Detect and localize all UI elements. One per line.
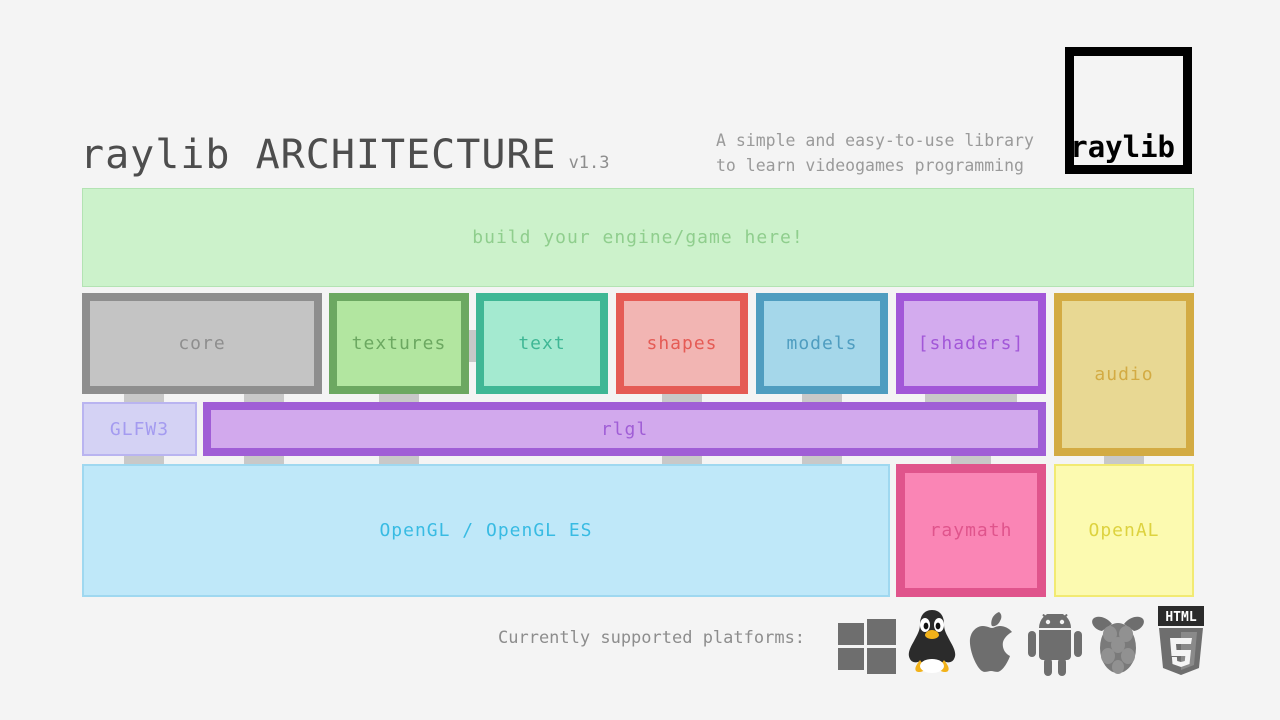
module-textures[interactable]: textures: [329, 293, 469, 394]
connector-tab-textures: [379, 392, 419, 404]
module-glfw3[interactable]: GLFW3: [82, 402, 197, 456]
page-title: raylib ARCHITECTURE v1.3: [80, 132, 610, 178]
raylib-logo-text: raylib: [1070, 130, 1175, 164]
build-your-game-banner: build your engine/game here!: [82, 188, 1194, 287]
connector-tab-shapes: [662, 392, 702, 404]
connector-tab-models: [802, 392, 842, 404]
module-audio-label: audio: [1094, 364, 1154, 385]
module-glfw3-label: GLFW3: [109, 418, 170, 440]
module-audio[interactable]: audio: [1054, 293, 1194, 456]
tagline-line-1: A simple and easy-to-use library: [716, 131, 1034, 150]
module-models[interactable]: models: [756, 293, 888, 394]
version-label: v1.3: [568, 153, 610, 173]
raylib-logo: raylib: [1065, 47, 1192, 174]
svg-text:HTML: HTML: [1165, 610, 1196, 625]
supported-platforms-label: Currently supported platforms:: [498, 628, 806, 648]
raspberrypi-icon: [1090, 612, 1146, 676]
module-openal-label: OpenAL: [1088, 520, 1160, 541]
module-shapes-label: shapes: [646, 333, 718, 354]
apple-icon: [968, 610, 1020, 676]
page-title-text: raylib ARCHITECTURE: [80, 132, 557, 178]
connector-tab-core-right: [244, 392, 284, 404]
module-shaders-label: [shaders]: [917, 333, 1025, 354]
banner-label: build your engine/game here!: [472, 227, 804, 248]
android-icon: [1028, 614, 1082, 676]
html5-icon: HTML: [1154, 606, 1208, 676]
module-core[interactable]: core: [82, 293, 322, 394]
tagline: A simple and easy-to-use library to lear…: [716, 128, 1058, 178]
module-shaders[interactable]: [shaders]: [896, 293, 1046, 394]
module-shapes[interactable]: shapes: [616, 293, 748, 394]
module-rlgl[interactable]: rlgl: [203, 402, 1046, 456]
tagline-line-2: to learn videogames programming: [716, 156, 1024, 175]
module-textures-label: textures: [351, 333, 447, 354]
module-core-label: core: [178, 333, 226, 354]
linux-icon: [904, 608, 960, 676]
module-opengl[interactable]: OpenGL / OpenGL ES: [82, 464, 890, 597]
module-models-label: models: [786, 333, 858, 354]
platform-icons: HTML: [838, 604, 1208, 676]
connector-tab-textures-text: [466, 330, 476, 362]
module-opengl-label: OpenGL / OpenGL ES: [379, 520, 593, 541]
module-text[interactable]: text: [476, 293, 608, 394]
module-text-label: text: [518, 333, 566, 354]
module-raymath-label: raymath: [929, 520, 1013, 541]
connector-tab-shaders: [925, 392, 1017, 404]
module-openal[interactable]: OpenAL: [1054, 464, 1194, 597]
module-raymath[interactable]: raymath: [896, 464, 1046, 597]
connector-tab-core-left: [124, 392, 164, 404]
module-rlgl-label: rlgl: [600, 418, 649, 440]
windows-icon: [838, 618, 896, 676]
